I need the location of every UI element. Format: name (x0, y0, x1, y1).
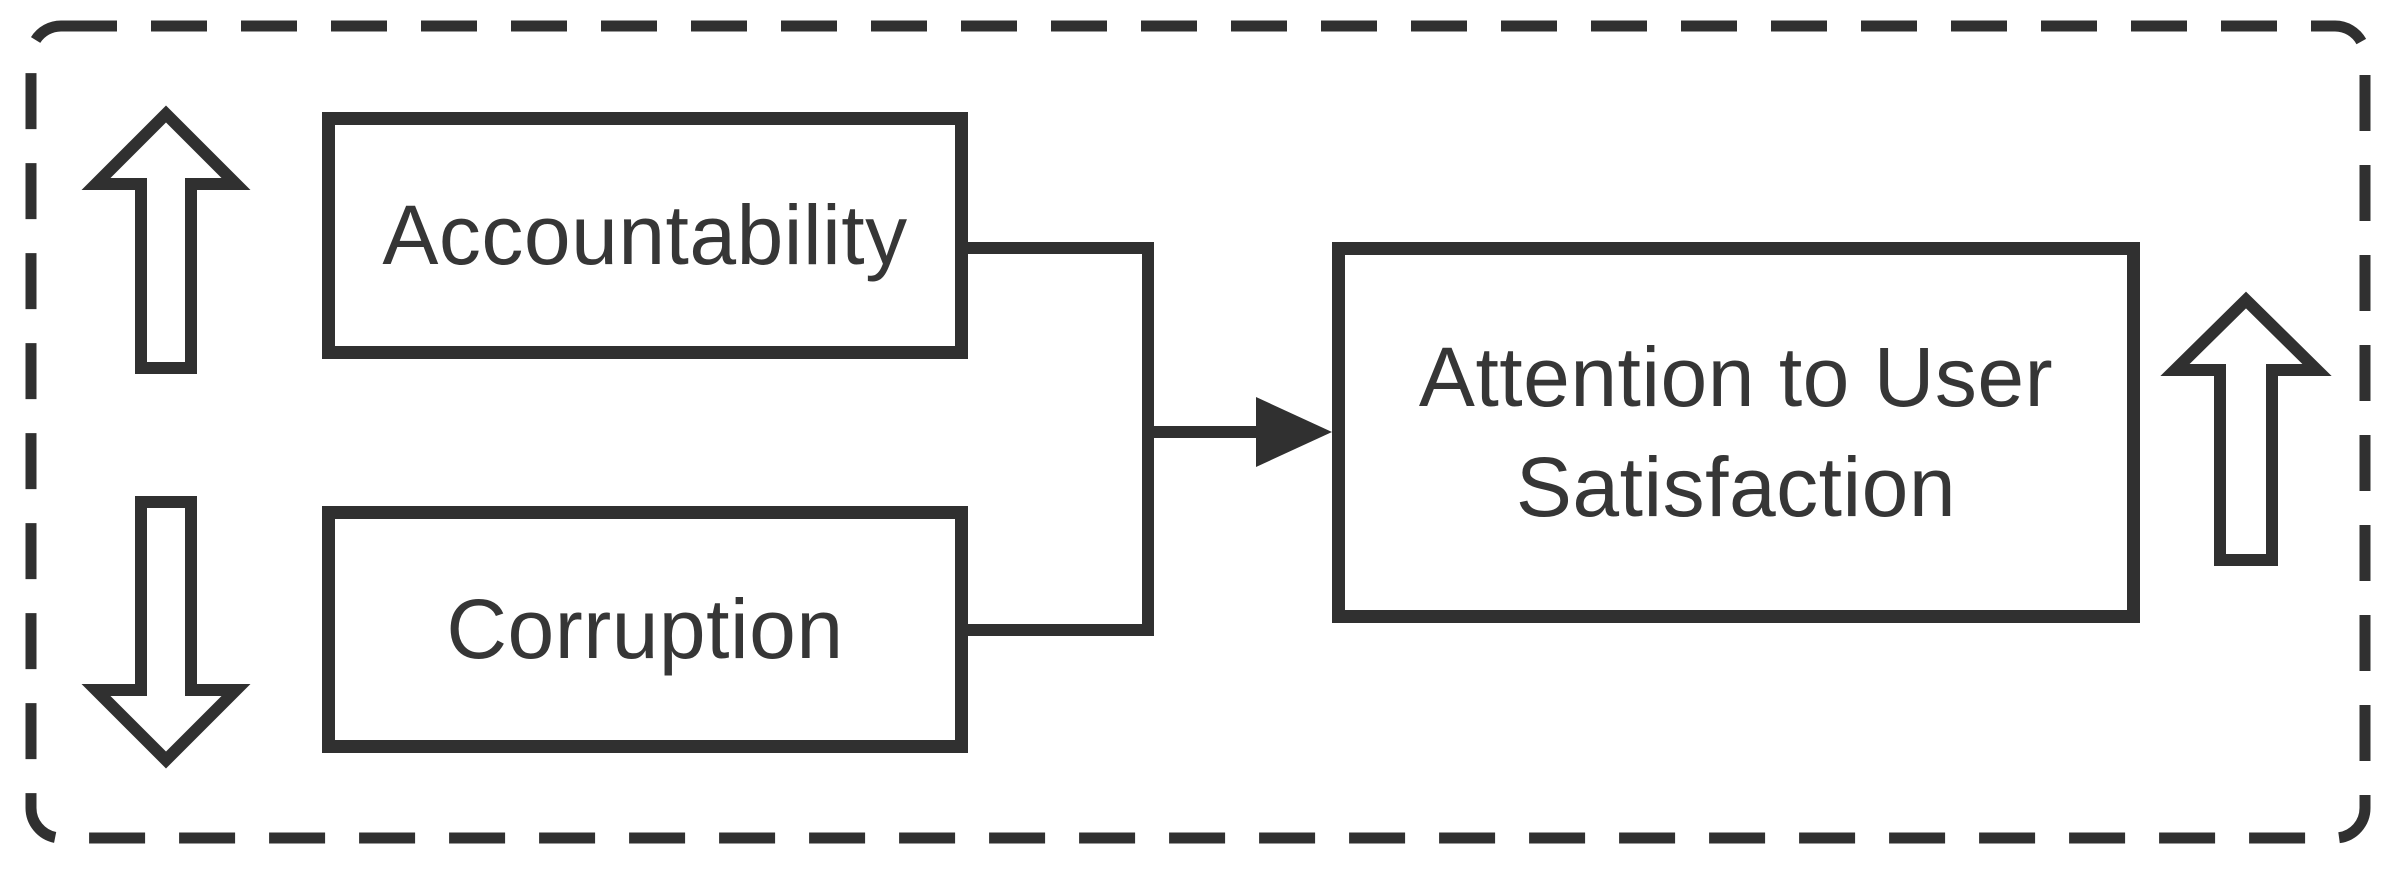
box-attention-label: Attention to User Satisfaction (1418, 330, 2054, 534)
box-corruption-label: Corruption (446, 581, 844, 676)
connector-arrowhead-icon (1256, 397, 1332, 467)
box-corruption: Corruption (322, 506, 968, 753)
box-accountability-label: Accountability (382, 187, 908, 282)
down-arrow-icon (81, 496, 251, 769)
merge-connector-line (962, 242, 1154, 636)
box-attention-to-user-satisfaction: Attention to User Satisfaction (1332, 242, 2140, 623)
box-accountability: Accountability (322, 112, 968, 359)
dashed-frame-border (25, 20, 2371, 844)
up-arrow-icon (2160, 291, 2332, 566)
up-arrow-icon (81, 105, 251, 374)
